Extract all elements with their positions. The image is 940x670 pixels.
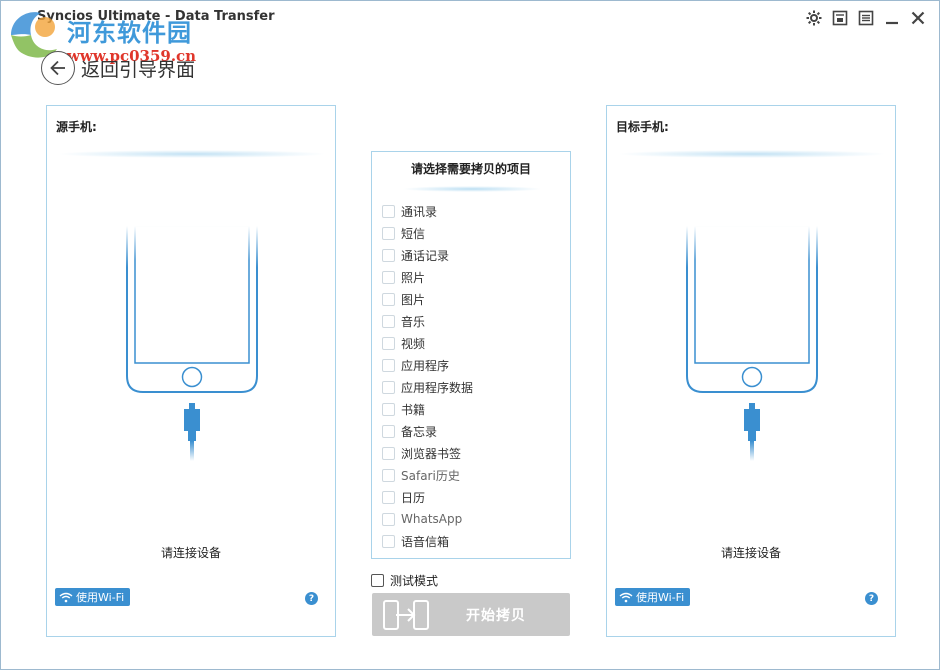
feedback-icon[interactable] [831, 9, 849, 27]
item-apps[interactable]: 应用程序 [382, 354, 562, 376]
wifi-icon [59, 592, 73, 602]
item-label: 图片 [401, 292, 426, 307]
checkbox[interactable] [382, 226, 395, 240]
test-mode-checkbox[interactable]: 测试模式 [371, 572, 438, 589]
transfer-icon [383, 599, 429, 630]
divider [57, 150, 327, 158]
item-label: 语音信箱 [401, 534, 450, 549]
item-label: 应用程序数据 [401, 380, 474, 395]
item-label: 音乐 [401, 314, 426, 329]
item-call-history[interactable]: 通话记录 [382, 244, 562, 266]
target-panel-title: 目标手机: [616, 120, 669, 134]
checkbox[interactable] [382, 446, 395, 460]
checkbox[interactable] [371, 574, 384, 587]
checkbox[interactable] [382, 490, 395, 504]
checkbox[interactable] [382, 358, 395, 372]
item-label: 通话记录 [401, 248, 450, 263]
item-safari-history[interactable]: Safari历史 [382, 464, 562, 486]
checkbox[interactable] [382, 314, 395, 328]
phone-cable-icon [126, 226, 258, 461]
checkbox[interactable] [382, 292, 395, 306]
checkbox[interactable] [382, 424, 395, 438]
source-help-icon[interactable]: ? [305, 592, 318, 605]
target-connect-label: 请连接设备 [720, 546, 781, 560]
close-icon[interactable] [909, 9, 927, 27]
item-app-data[interactable]: 应用程序数据 [382, 376, 562, 398]
start-copy-button[interactable]: 开始拷贝 [372, 593, 570, 636]
window-title: Syncios Ultimate - Data Transfer [37, 9, 275, 24]
item-label: 日历 [401, 490, 426, 505]
item-label: 书籍 [401, 402, 426, 417]
item-contacts[interactable]: 通讯录 [382, 200, 562, 222]
item-label: Safari历史 [401, 468, 460, 483]
watermark-logo-icon [5, 5, 63, 63]
item-label: 视频 [401, 336, 426, 351]
source-wifi-label: 使用Wi-Fi [76, 591, 125, 604]
checkbox[interactable] [382, 512, 395, 526]
target-device-panel: 目标手机: 请连接设备 使用Wi-Fi [606, 105, 896, 637]
minimize-icon[interactable] [883, 9, 901, 27]
item-bookmarks[interactable]: 浏览器书签 [382, 442, 562, 464]
source-wifi-button[interactable]: 使用Wi-Fi [55, 588, 131, 606]
source-connect-label: 请连接设备 [160, 546, 221, 560]
item-label: 短信 [401, 226, 426, 241]
item-videos[interactable]: 视频 [382, 332, 562, 354]
item-label: 备忘录 [401, 424, 438, 439]
test-mode-label: 测试模式 [390, 574, 439, 588]
item-calendar[interactable]: 日历 [382, 486, 562, 508]
item-music[interactable]: 音乐 [382, 310, 562, 332]
settings-gear-icon[interactable] [805, 9, 823, 27]
item-pictures[interactable]: 图片 [382, 288, 562, 310]
back-button[interactable]: 返回引导界面 [41, 51, 195, 85]
item-whatsapp[interactable]: WhatsApp [382, 508, 562, 530]
watermark-url: www.pc0359.cn [67, 47, 197, 65]
checkbox[interactable] [382, 336, 395, 350]
target-wifi-label: 使用Wi-Fi [636, 591, 685, 604]
item-photos[interactable]: 照片 [382, 266, 562, 288]
wifi-icon [619, 592, 633, 602]
start-copy-label: 开始拷贝 [466, 607, 526, 624]
item-voicemail[interactable]: 语音信箱 [382, 530, 562, 552]
items-list: 通讯录 短信 通话记录 照片 图片 音乐 视频 应用程序 应用程序数据 书籍 备… [382, 200, 562, 552]
watermark-text: 河东软件园 [67, 18, 192, 47]
source-device-panel: 源手机: 请连接设备 使用Wi-Fi [46, 105, 336, 637]
divider [402, 186, 542, 192]
title-bar: Syncios Ultimate - Data Transfer [1, 1, 939, 35]
items-title: 请选择需要拷贝的项目 [410, 162, 531, 176]
target-help-icon[interactable]: ? [865, 592, 878, 605]
checkbox[interactable] [382, 204, 395, 218]
checkbox[interactable] [382, 534, 395, 548]
target-wifi-button[interactable]: 使用Wi-Fi [615, 588, 691, 606]
checkbox[interactable] [382, 468, 395, 482]
item-label: 照片 [401, 270, 426, 285]
item-books[interactable]: 书籍 [382, 398, 562, 420]
item-notes[interactable]: 备忘录 [382, 420, 562, 442]
transfer-items-box: 请选择需要拷贝的项目 通讯录 短信 通话记录 照片 图片 音乐 视频 应用程序 … [371, 151, 571, 559]
item-label: 通讯录 [401, 204, 438, 219]
item-messages[interactable]: 短信 [382, 222, 562, 244]
menu-list-icon[interactable] [857, 9, 875, 27]
checkbox[interactable] [382, 248, 395, 262]
checkbox[interactable] [382, 380, 395, 394]
item-label: WhatsApp [401, 512, 463, 526]
back-arrow-icon [41, 51, 75, 85]
source-panel-title: 源手机: [56, 120, 97, 134]
checkbox[interactable] [382, 270, 395, 284]
item-label: 浏览器书签 [401, 446, 462, 461]
phone-cable-icon [686, 226, 818, 461]
divider [617, 150, 887, 158]
checkbox[interactable] [382, 402, 395, 416]
item-label: 应用程序 [401, 358, 450, 373]
back-label: 返回引导界面 [81, 58, 196, 81]
